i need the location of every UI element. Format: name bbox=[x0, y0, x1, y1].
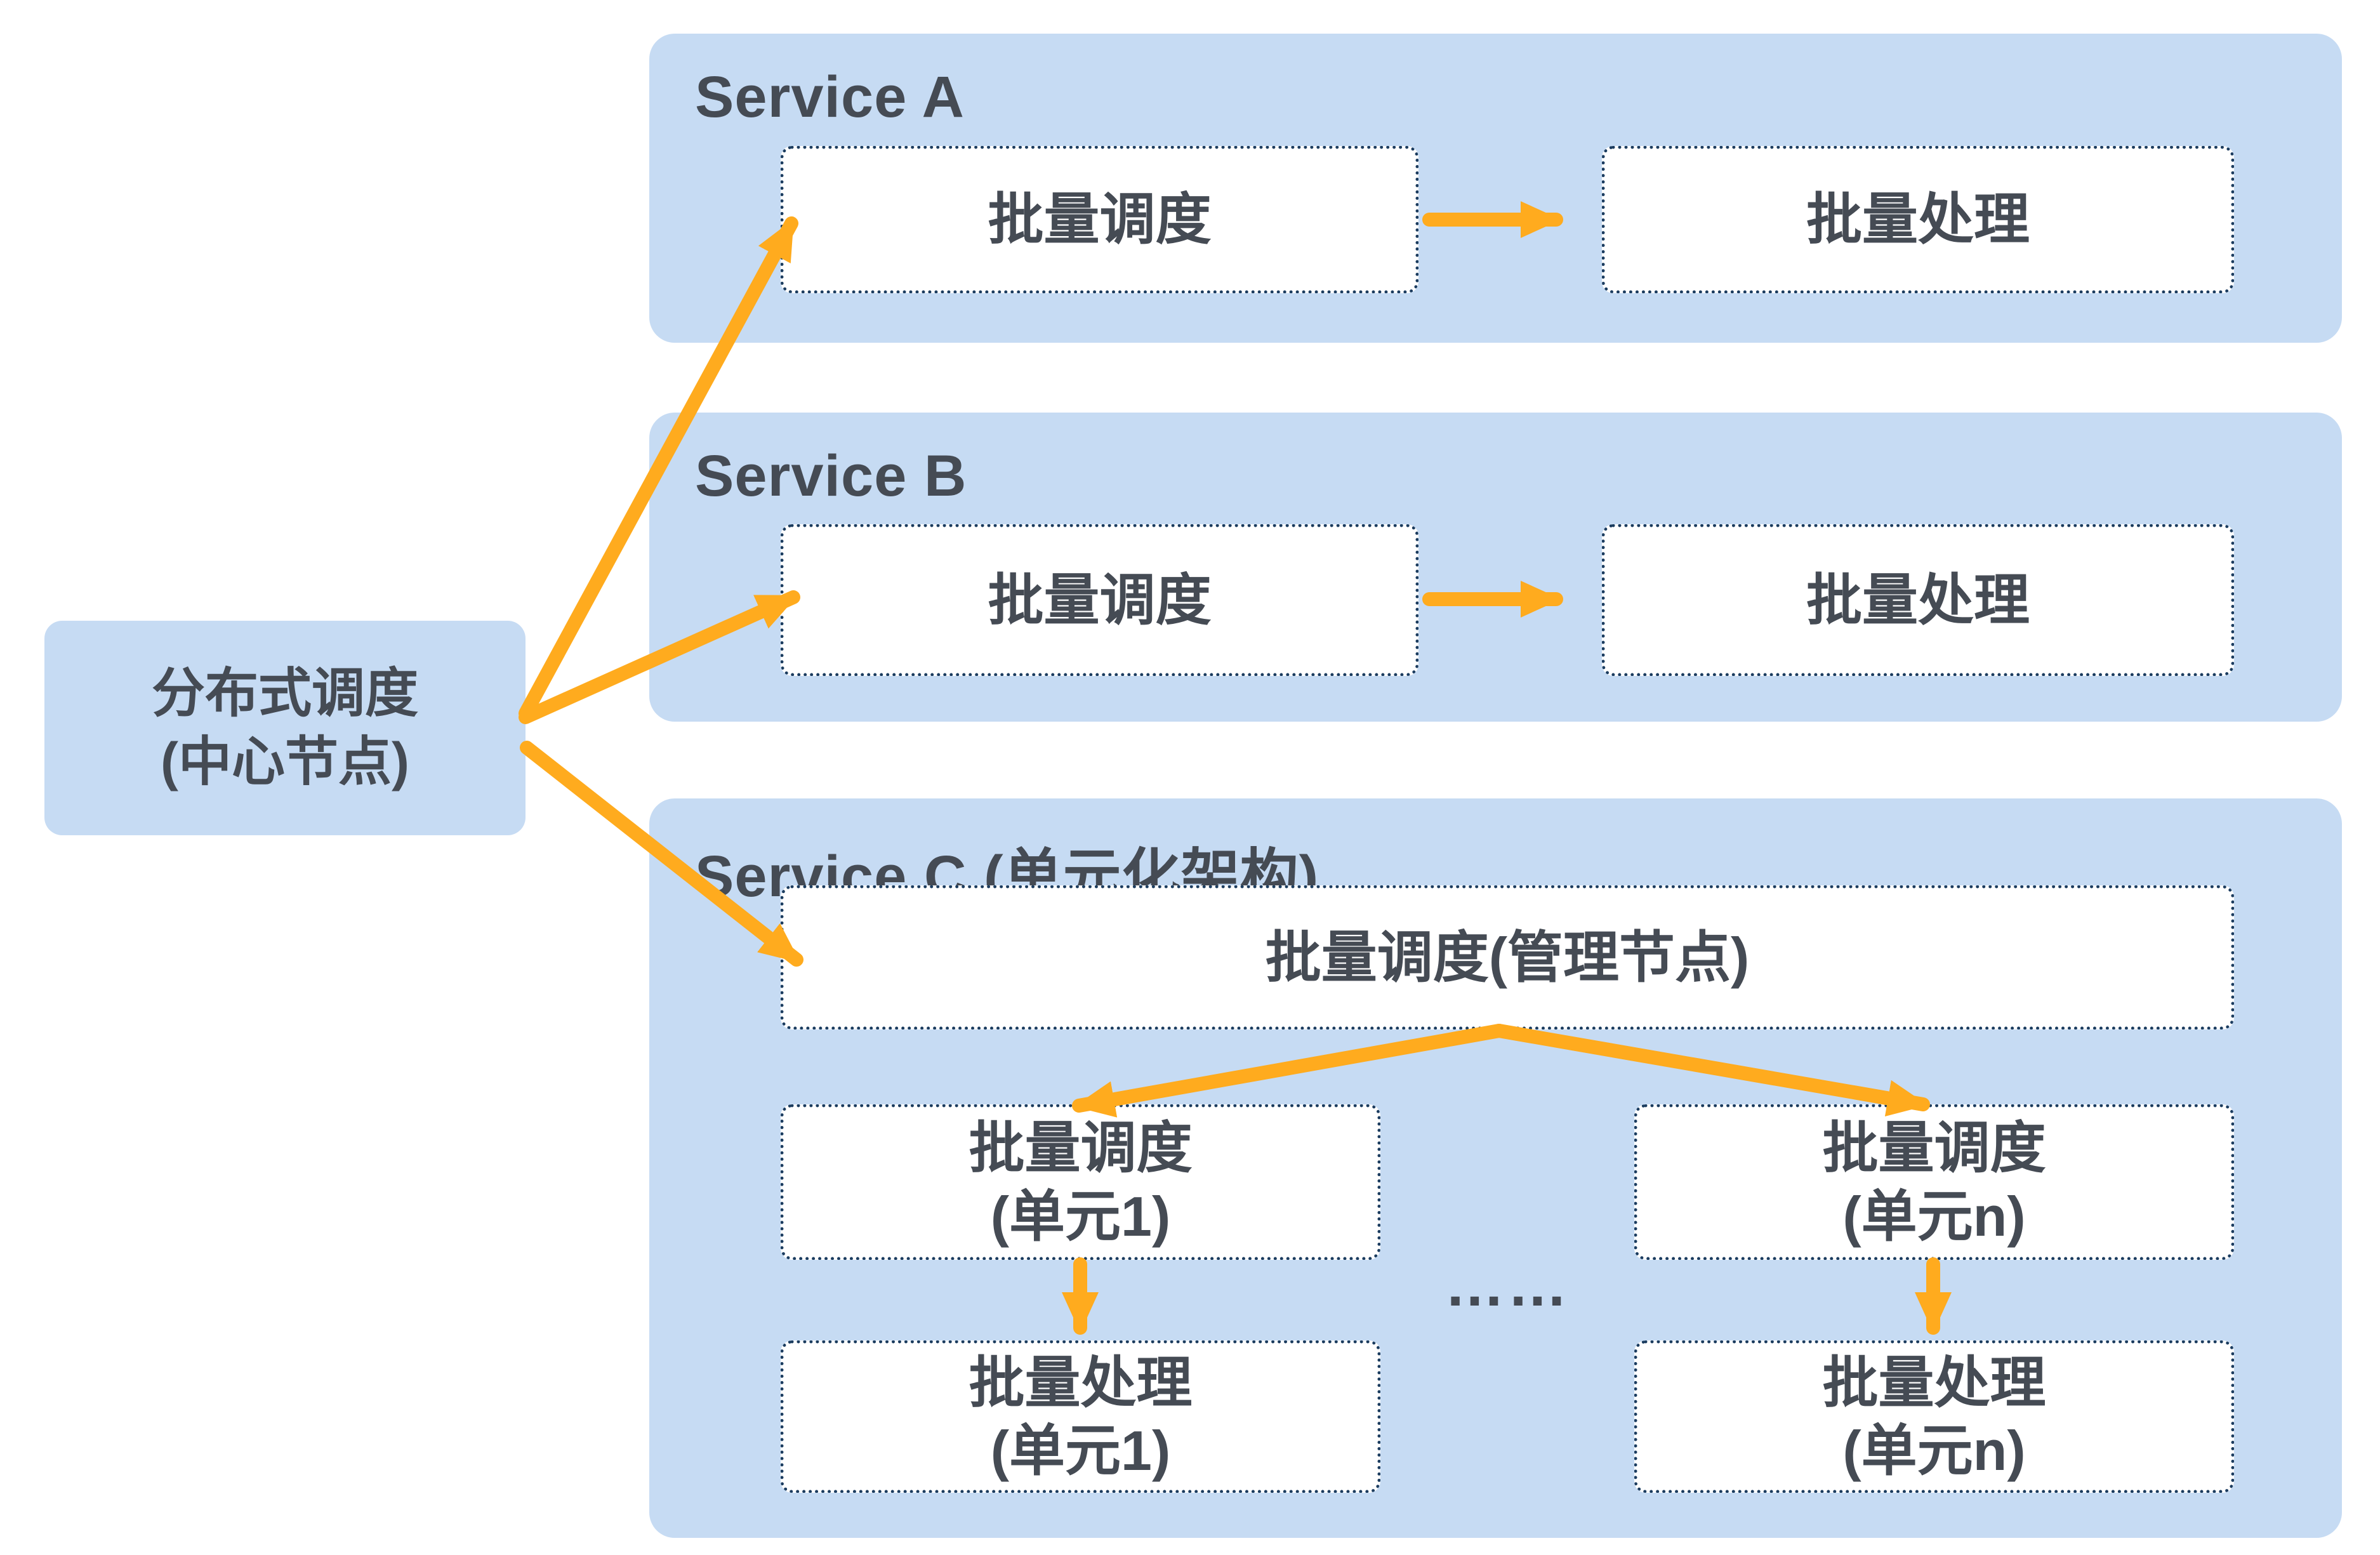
service-b-batch-schedule-label: 批量调度 bbox=[988, 568, 1212, 632]
service-c-unitn-process-label-line1: 批量处理 bbox=[1822, 1351, 2046, 1414]
service-c-unitn-process-box: 批量处理 (单元n) bbox=[1634, 1340, 2234, 1493]
service-c-unitn-process-label-line2: (单元n) bbox=[1842, 1419, 2026, 1482]
service-a-title: Service A bbox=[695, 65, 965, 129]
central-scheduler-node: 分布式调度 (中心节点) bbox=[44, 621, 526, 835]
service-b-title: Service B bbox=[695, 444, 967, 508]
units-ellipsis: …… bbox=[1445, 1251, 1570, 1319]
central-node-label-line2: (中心节点) bbox=[161, 732, 409, 791]
service-a-batch-process-label: 批量处理 bbox=[1806, 188, 2030, 251]
service-a-batch-process-box: 批量处理 bbox=[1602, 146, 2234, 293]
service-b-batch-process-box: 批量处理 bbox=[1602, 524, 2234, 676]
service-c-unit1-schedule-box: 批量调度 (单元1) bbox=[781, 1104, 1380, 1260]
service-c-unit1-process-label-line2: (单元1) bbox=[990, 1419, 1171, 1482]
service-c-unit1-schedule-label-line2: (单元1) bbox=[990, 1184, 1171, 1248]
service-b-batch-process-label: 批量处理 bbox=[1806, 568, 2030, 632]
service-c-unitn-schedule-box: 批量调度 (单元n) bbox=[1634, 1104, 2234, 1260]
service-c-unitn-schedule-label-line2: (单元n) bbox=[1842, 1184, 2026, 1248]
central-node-label-line1: 分布式调度 bbox=[151, 663, 418, 724]
service-c-unitn-schedule-label-line1: 批量调度 bbox=[1822, 1116, 2046, 1180]
service-c-unit1-schedule-label-line1: 批量调度 bbox=[969, 1116, 1193, 1180]
service-a-batch-schedule-box: 批量调度 bbox=[781, 146, 1418, 293]
service-c-manager-schedule-box: 批量调度(管理节点) bbox=[781, 885, 2234, 1029]
service-c-unit1-process-box: 批量处理 (单元1) bbox=[781, 1340, 1380, 1493]
service-a-batch-schedule-label: 批量调度 bbox=[988, 188, 1212, 251]
service-c-manager-schedule-label: 批量调度(管理节点) bbox=[1265, 925, 1750, 989]
service-b-batch-schedule-box: 批量调度 bbox=[781, 524, 1418, 676]
service-c-unit1-process-label-line1: 批量处理 bbox=[969, 1351, 1193, 1414]
